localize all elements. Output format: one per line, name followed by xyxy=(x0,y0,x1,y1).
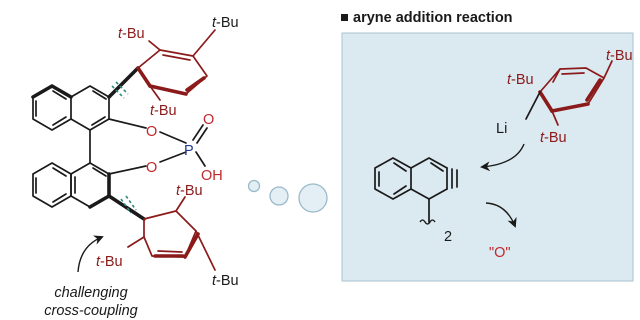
annotation-arrow xyxy=(77,235,104,273)
upper-para-tbu-label: t-Bu xyxy=(212,15,239,31)
lower-ortho2-tbu-label: t-Bu xyxy=(96,254,123,270)
lithium-label: Li xyxy=(496,121,507,137)
lower-para-tbu-label: t-Bu xyxy=(212,273,239,289)
upper-ortho2-tbu-label: t-Bu xyxy=(150,103,177,119)
oxidation-arrow xyxy=(485,202,517,228)
oxygen-source-label: "O" xyxy=(489,245,511,261)
ester-oxygen-upper: O xyxy=(146,124,157,140)
disconnection-marks xyxy=(111,81,137,214)
binol-phosphoric-acid-structure xyxy=(31,66,208,221)
phosphorus-atom: P xyxy=(184,143,194,159)
upper-triisobutylphenyl-ring xyxy=(136,29,216,101)
upper-naphthalene-inner-ring xyxy=(70,85,110,131)
lower-ortho-tbu-label: t-Bu xyxy=(176,183,203,199)
lower-triisobutylphenyl-ring xyxy=(127,196,216,271)
right-ortho-tbu-label: t-Bu xyxy=(507,72,534,88)
nucleophilic-addition-arrow xyxy=(480,143,525,172)
phosphoryl-oxygen: O xyxy=(203,112,214,128)
lower-naphthalene-outer-ring xyxy=(32,162,72,208)
hydroxyl-group: OH xyxy=(201,168,223,184)
right-ortho2-tbu-label: t-Bu xyxy=(540,130,567,146)
right-para-tbu-label: t-Bu xyxy=(606,48,633,64)
lower-naphthalene-inner-ring xyxy=(70,162,111,209)
subscript-repeat-count: 2 xyxy=(444,229,452,245)
naphthyne-structure xyxy=(374,157,458,223)
upper-naphthalene-outer-ring xyxy=(31,84,73,131)
thought-bubbles xyxy=(247,179,328,213)
polymer-wavy-bond xyxy=(419,219,436,225)
annotation-line-2: cross-coupling xyxy=(44,303,138,319)
section-title-bullet xyxy=(341,14,348,21)
reaction-panel xyxy=(341,32,634,282)
aryllithium-ring xyxy=(525,60,613,126)
upper-ortho-tbu-label: t-Bu xyxy=(118,26,145,42)
section-title: aryne addition reaction xyxy=(353,10,513,26)
annotation-line-1: challenging xyxy=(54,285,127,301)
ester-oxygen-lower: O xyxy=(146,160,157,176)
